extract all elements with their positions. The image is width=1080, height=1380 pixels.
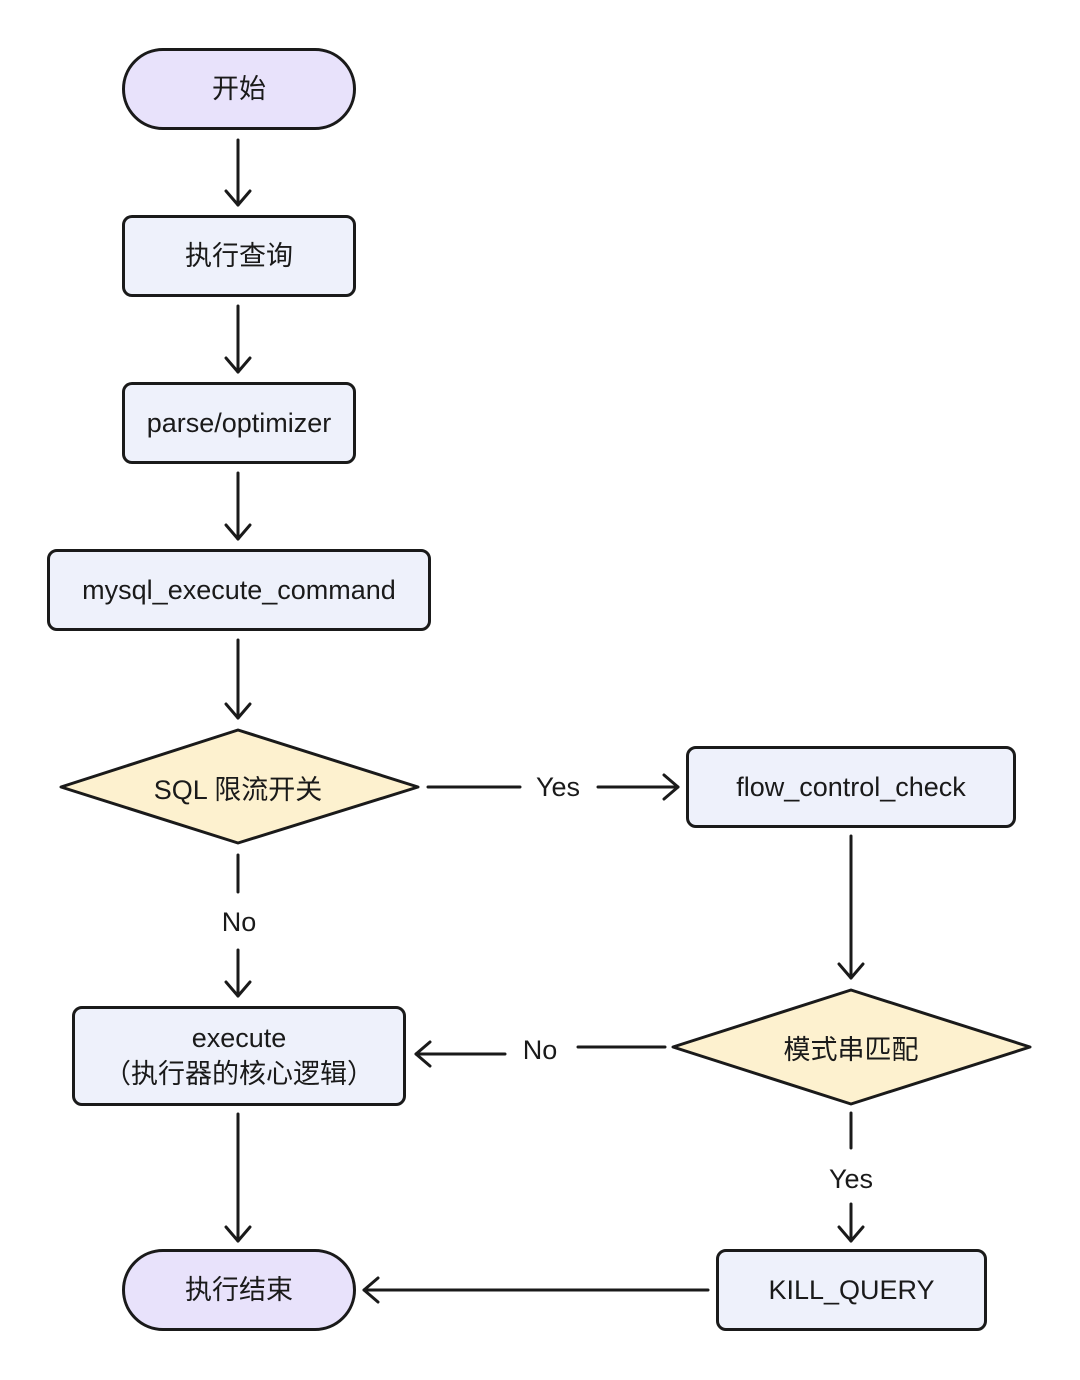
edge-label-match-no: No — [512, 1033, 568, 1067]
decision-pattern-match-shape — [671, 988, 1032, 1106]
end-label: 执行结束 — [185, 1274, 293, 1305]
flow-control-check-label: flow_control_check — [736, 771, 966, 802]
edge-label-switch-yes: Yes — [528, 770, 588, 804]
execute-query-label: 执行查询 — [185, 240, 293, 271]
execute-label-line1: execute — [191, 1022, 287, 1053]
execute-query-node: 执行查询 — [122, 215, 356, 297]
pattern-match-label-box: 模式串匹配 — [741, 1025, 961, 1069]
edge-parse-to-mysql-execute-arrowhead — [224, 523, 252, 541]
flow-control-check-node: flow_control_check — [686, 746, 1016, 828]
start-label: 开始 — [212, 73, 266, 104]
edge-kill-to-end-arrowhead — [362, 1276, 380, 1304]
edge-flow-check-to-match-arrowhead — [837, 962, 865, 980]
kill-query-node: KILL_QUERY — [716, 1249, 987, 1331]
edge-match-yes-arrowhead — [837, 1225, 865, 1243]
parse-optimizer-label: parse/optimizer — [146, 407, 332, 438]
edge-start-to-execute-query-arrowhead — [224, 189, 252, 207]
mysql-execute-command-label: mysql_execute_command — [82, 574, 396, 605]
execute-label-stack: execute （执行器的核心逻辑） — [104, 1020, 374, 1093]
edge-label-switch-no: No — [212, 905, 266, 939]
edge-switch-yes-arrowhead — [662, 773, 680, 801]
sql-throttle-switch-label: SQL 限流开关 — [153, 774, 323, 805]
pattern-match-label: 模式串匹配 — [783, 1034, 919, 1065]
start-node: 开始 — [122, 48, 356, 130]
kill-query-label: KILL_QUERY — [768, 1274, 935, 1305]
edge-execute-to-end-arrowhead — [224, 1225, 252, 1243]
edge-match-no-arrowhead — [414, 1040, 432, 1068]
edge-switch-no-arrowhead — [224, 980, 252, 998]
edge-mysql-execute-to-switch-arrowhead — [224, 702, 252, 720]
sql-throttle-switch-label-box: SQL 限流开关 — [111, 765, 365, 809]
decision-sql-throttle-switch-shape — [59, 728, 420, 845]
parse-optimizer-node: parse/optimizer — [122, 382, 356, 464]
execute-label-line2: （执行器的核心逻辑） — [104, 1059, 374, 1089]
edge-execute-query-to-parse-arrowhead — [224, 356, 252, 374]
execute-node: execute （执行器的核心逻辑） — [72, 1006, 406, 1106]
mysql-execute-command-node: mysql_execute_command — [47, 549, 431, 631]
end-node: 执行结束 — [122, 1249, 356, 1331]
edge-label-match-yes: Yes — [820, 1162, 882, 1196]
